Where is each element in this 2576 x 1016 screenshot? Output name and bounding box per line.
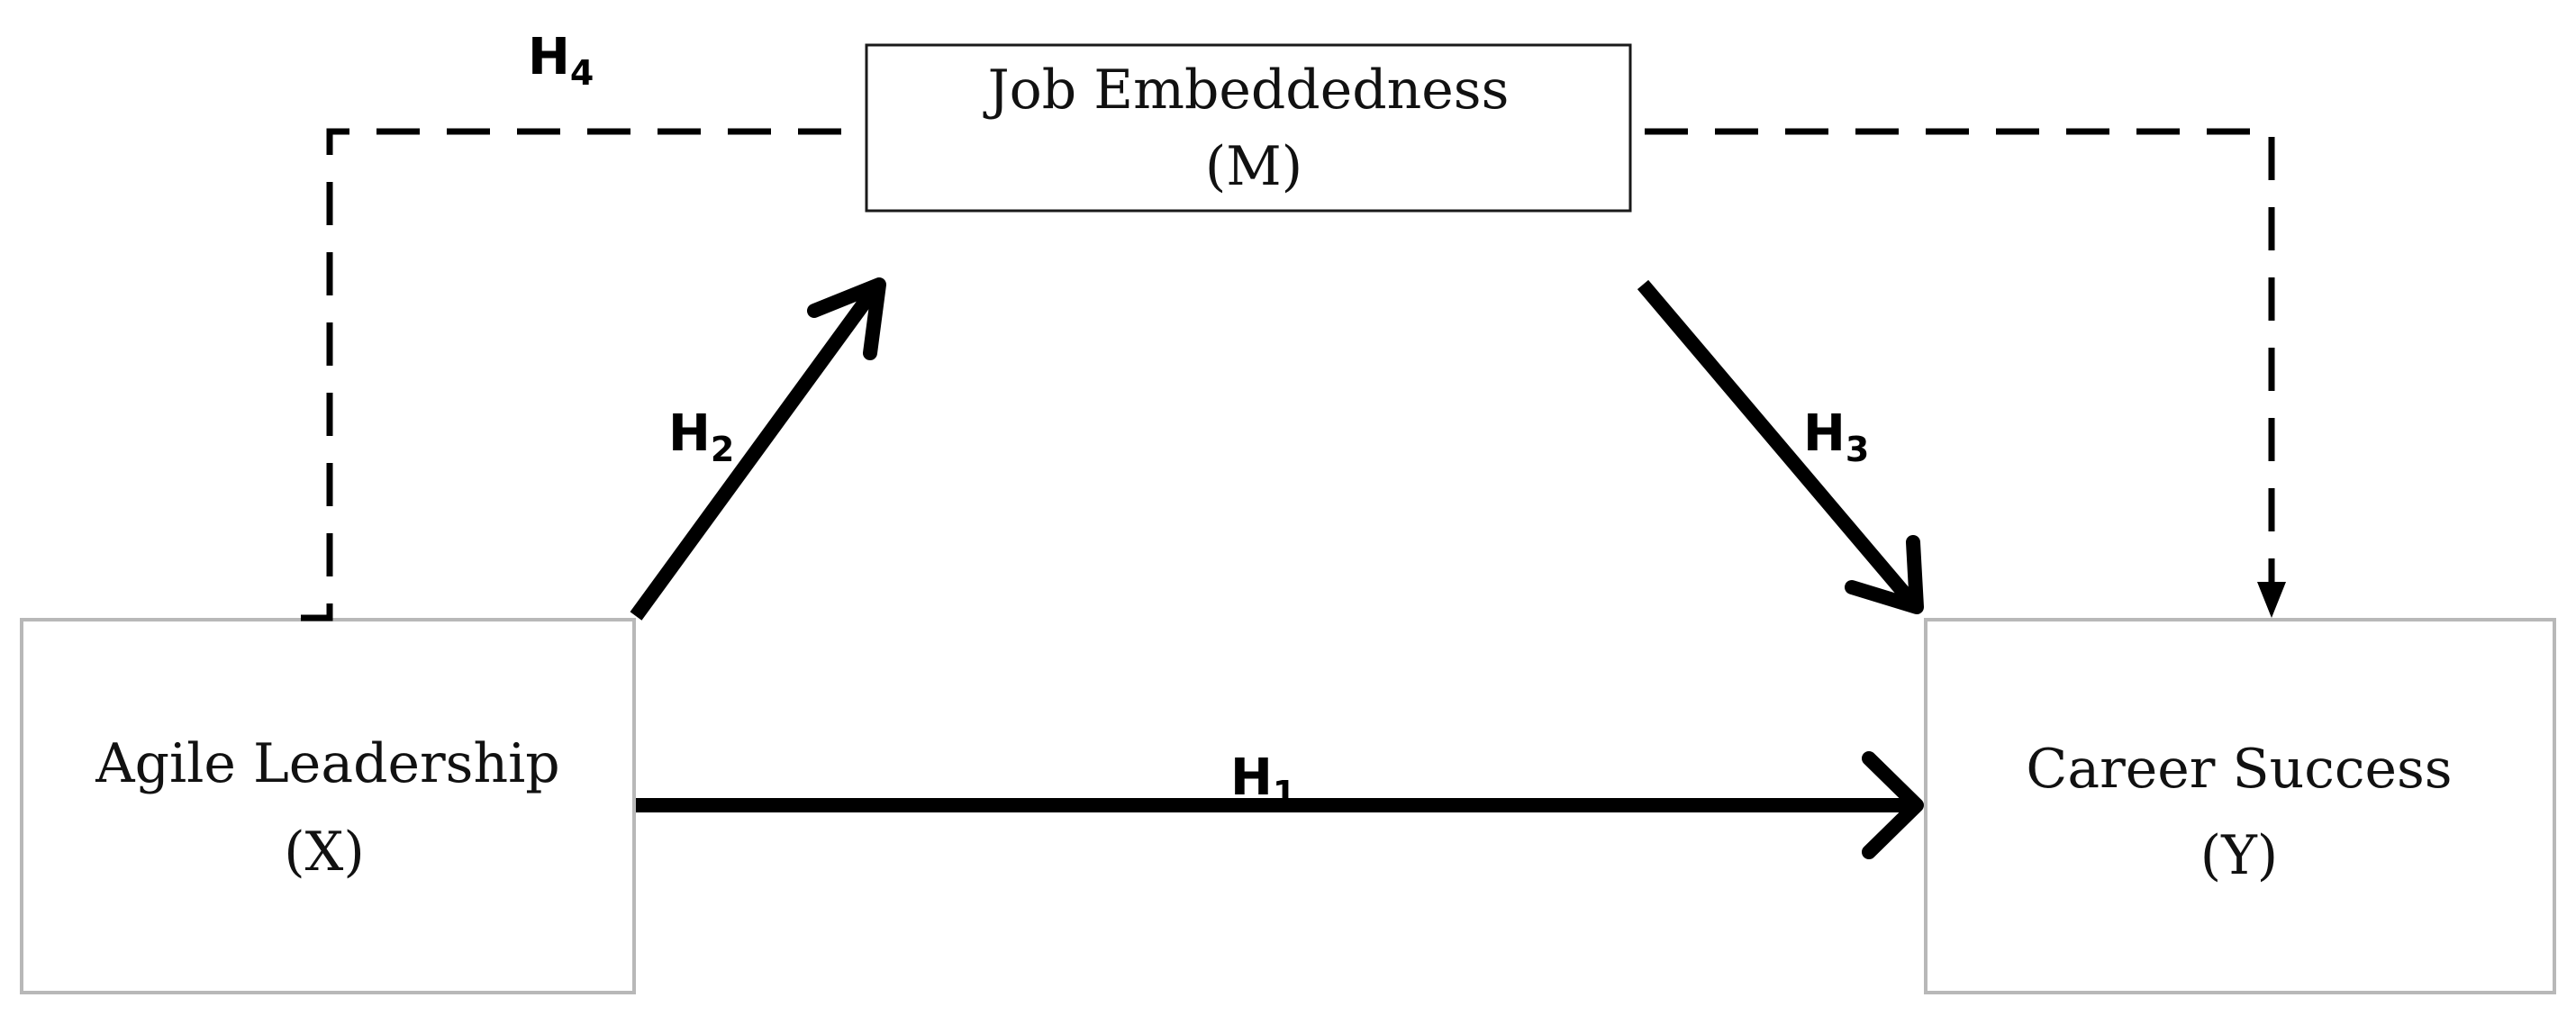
arrow-h4-head	[2257, 582, 2286, 618]
node-job-embeddedness-box	[865, 43, 1632, 213]
path-h2	[630, 277, 886, 621]
node-career-success-symbol: (Y)	[2200, 824, 2278, 887]
path-h1	[636, 751, 1924, 859]
node-job-embeddedness-symbol: (M)	[1205, 135, 1302, 198]
node-job-embeddedness: Job Embeddedness (M)	[865, 43, 1632, 213]
dashed-h4-right-segment	[1645, 128, 2275, 584]
arrow-h3-shaft	[1637, 279, 1919, 609]
node-agile-leadership-box	[20, 618, 636, 994]
node-agile-leadership-symbol: (X)	[284, 821, 365, 884]
path-h3	[1637, 279, 1924, 614]
label-h3: H3	[1803, 404, 1869, 469]
label-h4: H4	[528, 28, 594, 93]
path-h4	[301, 128, 2286, 621]
node-agile-leadership-title: Agile Leadership	[95, 732, 559, 795]
label-h1: H1	[1230, 748, 1296, 813]
dashed-h4-left-segment	[301, 128, 861, 621]
arrow-h2-shaft	[630, 286, 880, 621]
node-career-success-title: Career Success	[2026, 738, 2452, 801]
node-career-success-box	[1924, 618, 2556, 994]
node-career-success: Career Success (Y)	[1924, 618, 2556, 994]
arrow-h1-head	[1862, 751, 1924, 859]
label-h2: H2	[668, 404, 734, 469]
node-agile-leadership: Agile Leadership (X)	[20, 618, 636, 994]
arrow-h2-head	[807, 277, 886, 360]
arrow-h3-head	[1845, 535, 1924, 614]
node-job-embeddedness-title: Job Embeddedness	[983, 59, 1510, 122]
